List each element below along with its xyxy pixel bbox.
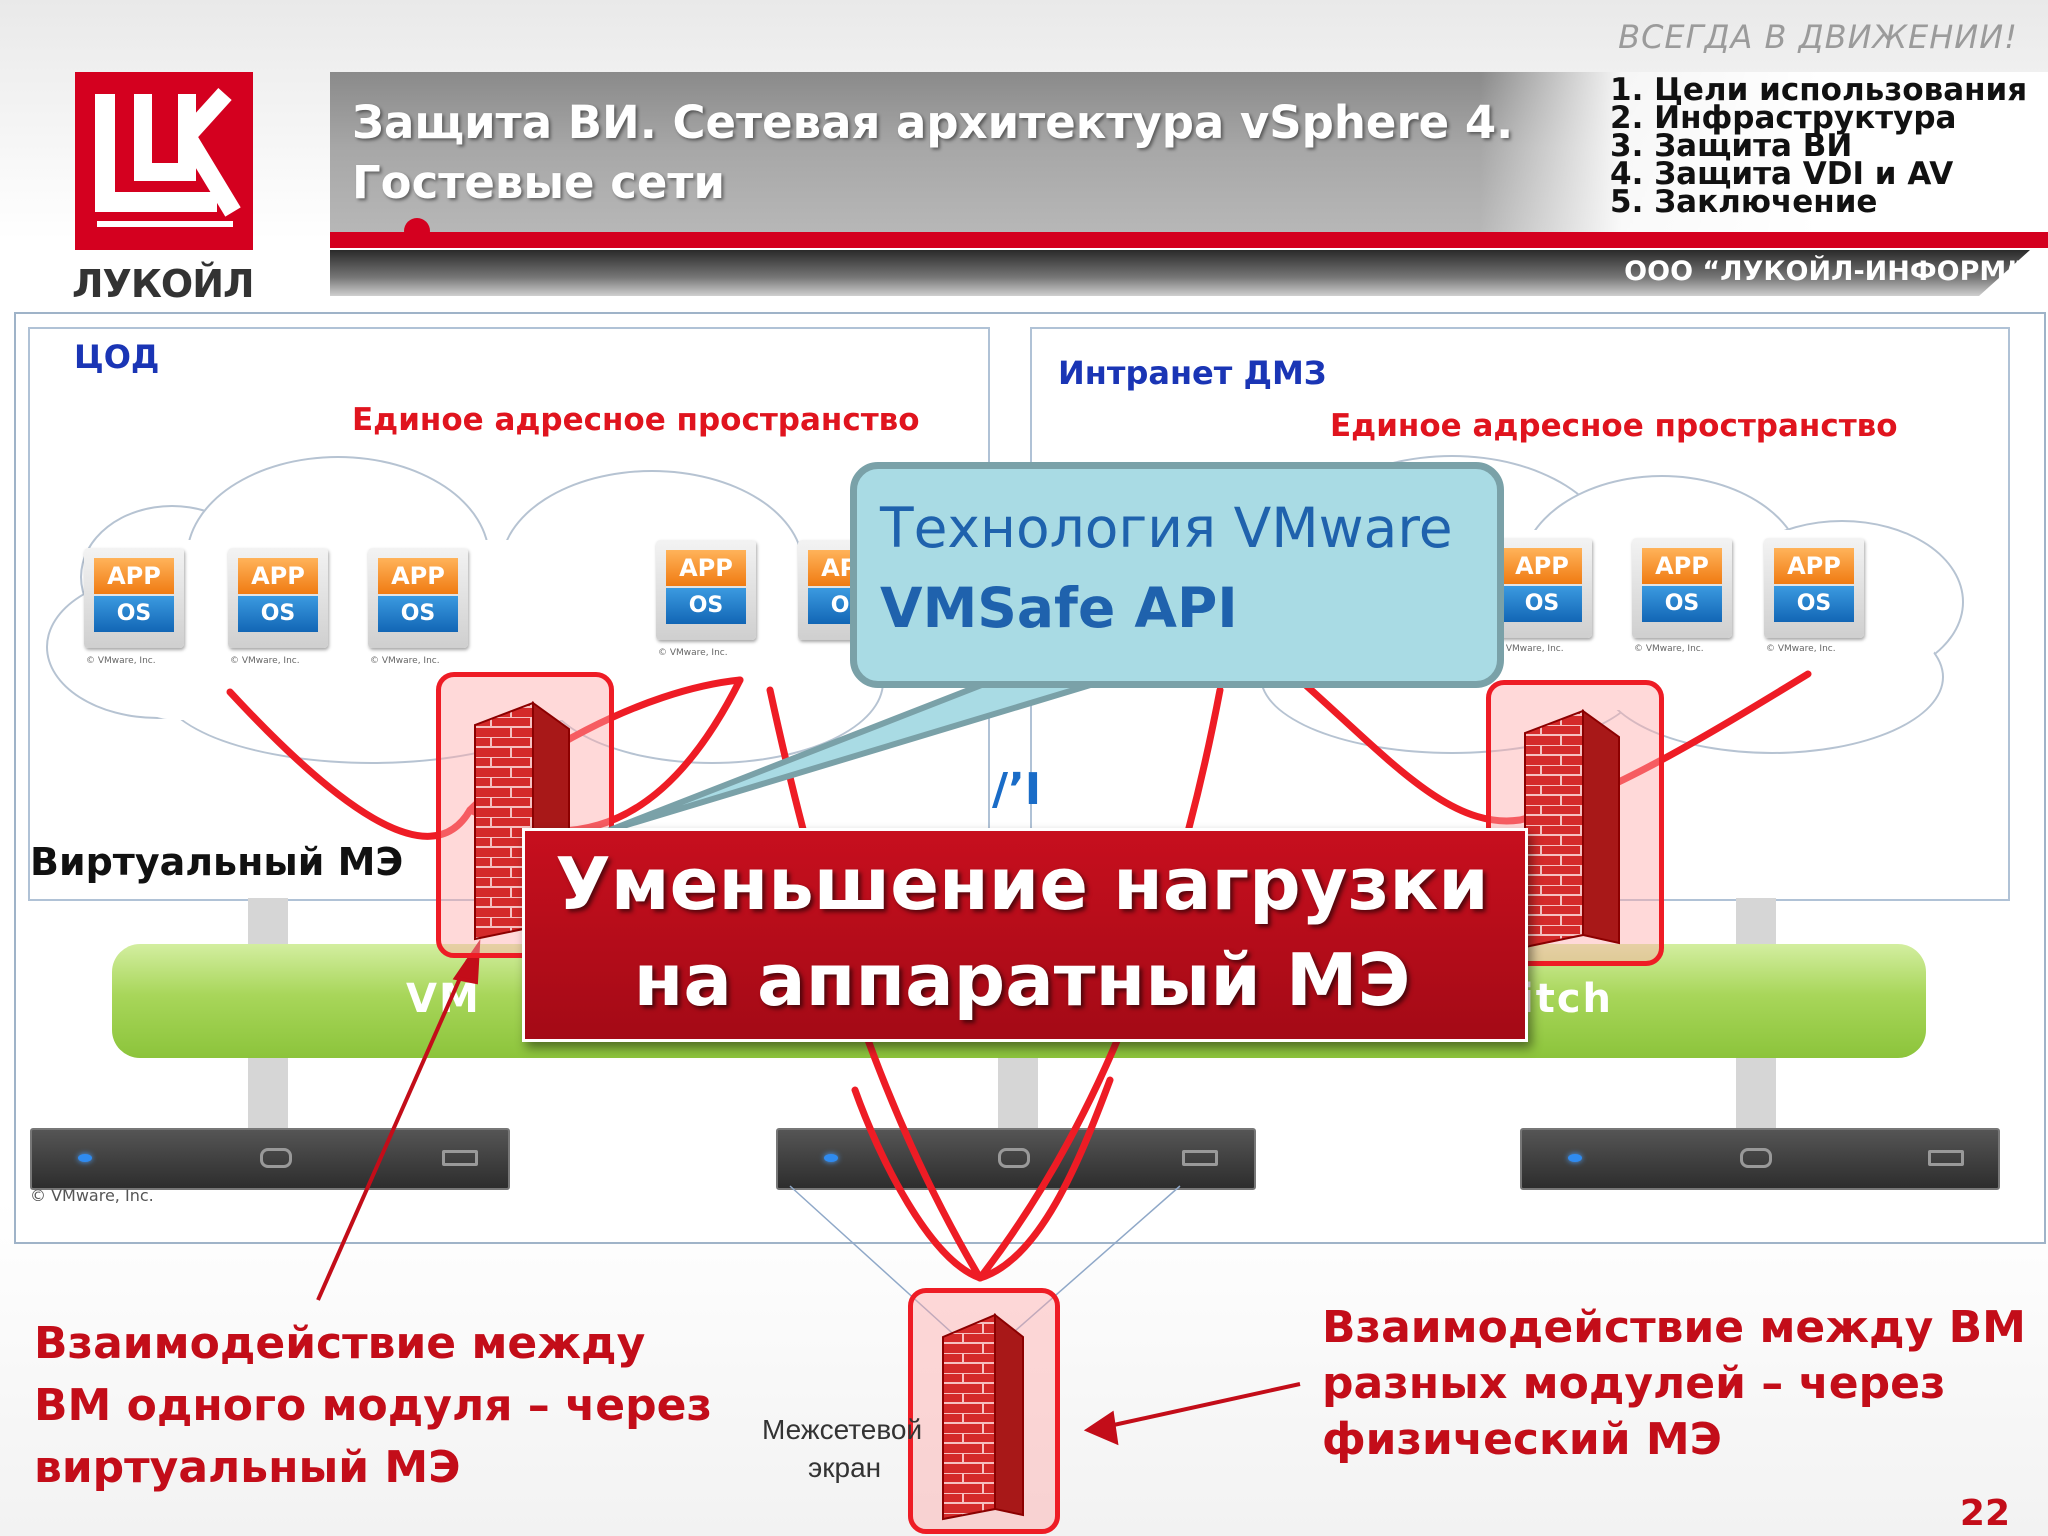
vm-credit-5: © VMware, Inc.	[1494, 644, 1564, 654]
slogan: ВСЕГДА В ДВИЖЕНИИ!	[1618, 18, 2018, 56]
server-knob-icon	[998, 1148, 1030, 1168]
thin-link-left	[789, 1185, 983, 1361]
header-red-dot	[404, 218, 430, 244]
slide-title-line2: Гостевые сети	[352, 156, 726, 209]
server-power-light-icon	[824, 1154, 838, 1162]
datacenter-address-space-label: Единое адресное пространство	[352, 402, 920, 438]
arrowhead-physical-me-icon	[1083, 1410, 1119, 1446]
link-banner-vshape	[851, 1076, 1114, 1282]
toc-item-5[interactable]: 5. Заключение	[1610, 184, 1878, 220]
left-note-line1: Взаимодействие между	[34, 1318, 646, 1369]
vm-credit-2: © VMware, Inc.	[230, 656, 300, 666]
left-note-line3: виртуальный МЭ	[34, 1442, 461, 1493]
server-right	[1520, 1128, 2000, 1190]
callout-line1: Технология VMware	[880, 496, 1453, 560]
company-name: ООО “ЛУКОЙЛ-ИНФОРМ”	[1624, 256, 2024, 287]
header-red-stripe	[330, 232, 2048, 248]
switch-label-right: itch	[1520, 976, 1614, 1022]
uplink-pillar-left-bottom	[248, 1058, 288, 1130]
datacenter-title: ЦОД	[74, 338, 160, 376]
arrow-to-physical-me	[1099, 1382, 1301, 1430]
server-slot-icon	[1928, 1150, 1964, 1166]
server-left	[30, 1128, 510, 1190]
server-middle	[776, 1128, 1256, 1190]
lukoil-logo	[75, 72, 253, 250]
brick-wall-icon	[1524, 709, 1620, 949]
vm-credit-3: © VMware, Inc.	[370, 656, 440, 666]
right-note-line1: Взаимодействие между ВМ	[1322, 1302, 2026, 1353]
toc-item-1[interactable]: 1. Цели использования	[1610, 72, 2028, 108]
uplink-pillar-left-top	[248, 898, 288, 946]
load-reduction-banner	[522, 828, 1528, 1042]
arrow-to-virtual-me	[316, 959, 470, 1301]
server-slot-icon	[1182, 1150, 1218, 1166]
left-note-line2: ВМ одного модуля – через	[34, 1380, 713, 1431]
server-slot-icon	[442, 1150, 478, 1166]
right-note-line2: разных модулей – через	[1322, 1358, 1946, 1409]
server-power-light-icon	[1568, 1154, 1582, 1162]
uplink-pillar-right-bottom	[1736, 1058, 1776, 1130]
physical-firewall	[908, 1288, 1060, 1534]
server-knob-icon	[260, 1148, 292, 1168]
toc-item-4[interactable]: 4. Защита VDI и AV	[1610, 156, 1954, 192]
banner-line1: Уменьшение нагрузки	[555, 842, 1489, 926]
uplink-pillar-right-top	[1736, 898, 1776, 946]
uplink-pillar-mid-bottom	[998, 1058, 1038, 1130]
vmsafe-callout	[850, 462, 1504, 688]
vmware-fragment-text: /ʼI	[992, 764, 1042, 815]
server-power-light-icon	[78, 1154, 92, 1162]
header-dark-stripe	[330, 250, 2030, 296]
vm-credit-7: © VMware, Inc.	[1766, 644, 1836, 654]
vm-credit-6: © VMware, Inc.	[1634, 644, 1704, 654]
slide-title-line1: Защита ВИ. Сетевая архитектура vSphere 4…	[352, 96, 1514, 149]
dmz-title: Интранет ДМЗ	[1058, 354, 1327, 392]
right-note-line3: физический МЭ	[1322, 1414, 1722, 1465]
toc-item-3[interactable]: 3. Защита ВИ	[1610, 128, 1853, 164]
dmz-address-space-label: Единое адресное пространство	[1330, 408, 1898, 444]
title-bar-fade	[1480, 72, 2048, 242]
toc-item-2[interactable]: 2. Инфраструктура	[1610, 100, 1957, 136]
vm-credit-1: © VMware, Inc.	[86, 656, 156, 666]
physical-fw-label-line2: экран	[808, 1452, 882, 1483]
vmware-credit: © VMware, Inc.	[30, 1186, 154, 1205]
lukoil-logo-mark-icon	[95, 87, 241, 227]
virtual-me-label: Виртуальный МЭ	[30, 840, 404, 884]
vm-credit-4: © VMware, Inc.	[658, 648, 728, 658]
physical-fw-label-line1: Межсетевой	[762, 1414, 923, 1445]
page-number: 22	[1959, 1493, 2010, 1534]
link-dmz-virtual-me	[1296, 670, 1812, 825]
callout-line2: VMSafe API	[880, 576, 1238, 640]
logo-wordmark: ЛУКОЙЛ	[72, 262, 255, 306]
server-knob-icon	[1740, 1148, 1772, 1168]
brick-wall-icon	[942, 1312, 1024, 1521]
banner-line2: на аппаратный МЭ	[633, 938, 1411, 1022]
